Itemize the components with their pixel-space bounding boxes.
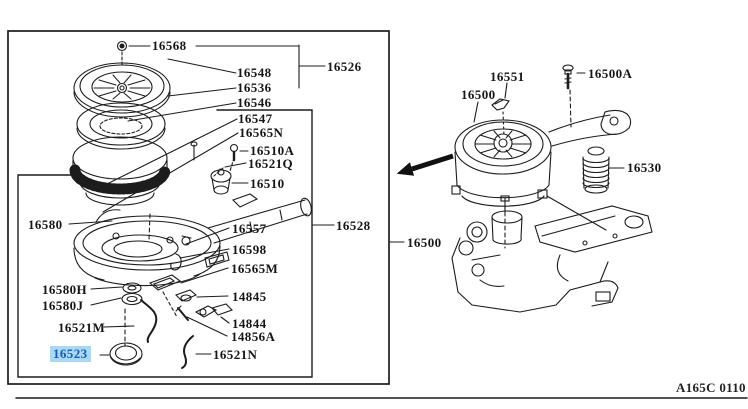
group-bracket-16526	[195, 44, 326, 89]
part-label-16557[interactable]: 16557	[232, 221, 267, 236]
part-label-16580H[interactable]: 16580H	[42, 282, 88, 297]
outer-box	[7, 30, 405, 385]
part-label-16536[interactable]: 16536	[237, 80, 272, 95]
part-label-16526[interactable]: 16526	[327, 59, 362, 74]
part-label-16530[interactable]: 16530	[627, 160, 662, 175]
part-label-16500A[interactable]: 16500A	[588, 66, 633, 81]
part-label-16510[interactable]: 16510	[250, 176, 285, 191]
part-label-16548[interactable]: 16548	[237, 65, 272, 80]
part-label-14856A[interactable]: 14856A	[231, 329, 276, 344]
part-label-16580J[interactable]: 16580J	[42, 298, 84, 313]
part-label-16551[interactable]: 16551	[490, 69, 525, 84]
engine-sketch	[451, 195, 653, 313]
part-label-16565N[interactable]: 16565N	[239, 125, 284, 140]
part-label-16565M[interactable]: 16565M	[231, 261, 279, 276]
part-label-16568[interactable]: 16568	[152, 38, 187, 53]
part-label-16523-highlighted[interactable]: 16523	[50, 346, 91, 363]
part-label-16521N[interactable]: 16521N	[213, 347, 258, 362]
exploded-air-cleaner-sketch	[69, 40, 312, 369]
part-label-16521M[interactable]: 16521M	[58, 320, 106, 335]
assembled-air-cleaner-sketch	[451, 64, 632, 207]
part-label-14845[interactable]: 14845	[232, 289, 267, 304]
part-label-16580[interactable]: 16580	[28, 217, 63, 232]
part-label-16528[interactable]: 16528	[336, 218, 371, 233]
part-label-16547[interactable]: 16547	[238, 111, 273, 126]
part-label-16546[interactable]: 16546	[237, 95, 272, 110]
part-label-14844[interactable]: 14844	[232, 316, 267, 331]
part-label-16598[interactable]: 16598	[232, 242, 267, 257]
figure-code: A165C 0110	[676, 380, 746, 395]
direction-arrow	[396, 153, 454, 176]
subassembly-box	[17, 109, 335, 378]
part-label-16510A[interactable]: 16510A	[250, 143, 295, 158]
part-label-16500-assembly[interactable]: 16500	[407, 235, 442, 250]
part-label-16500[interactable]: 16500	[461, 87, 496, 102]
part-label-16521Q[interactable]: 16521Q	[248, 156, 294, 171]
